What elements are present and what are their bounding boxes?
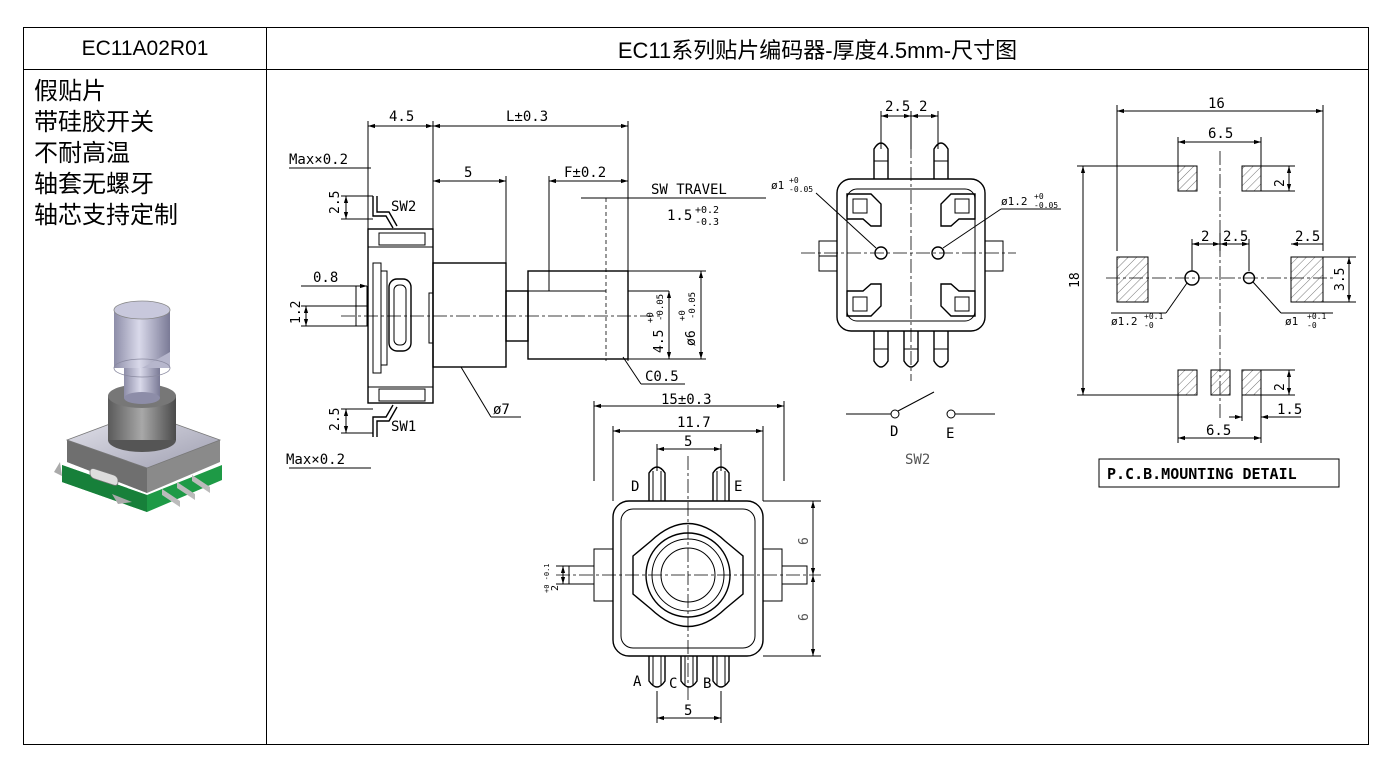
front-view: 15±0.3 11.7 5 D E <box>543 392 821 723</box>
shaft-dim-4-5: 4.5 <box>652 330 667 353</box>
side-dim-5: 5 <box>464 165 472 181</box>
dimension-drawing: 4.5 L±0.3 5 F±0.2 SW TRAVEL 1.5 +0.2 <box>286 96 1356 723</box>
side-dim-L: L±0.3 <box>506 109 548 125</box>
side-dim-2-5-top: 2.5 <box>328 191 343 214</box>
pcb-hole-right: ø1 <box>1285 315 1298 328</box>
top-dim-2: 2 <box>919 99 927 115</box>
sw-travel-value: 1.5 <box>667 208 692 224</box>
top-dim-2-5: 2.5 <box>885 99 910 115</box>
front-dim-5-bottom: 5 <box>684 703 692 719</box>
model-number: EC11A02R01 <box>24 28 267 70</box>
shaft-dim-4-5-tol-dn: -0.05 <box>656 294 666 321</box>
sw-travel-tol-up: +0.2 <box>695 205 719 216</box>
pcb-dim-2-5-mid: 2.5 <box>1223 229 1248 245</box>
switch-pin-e: E <box>946 426 954 442</box>
switch-symbol: D E SW2 <box>846 391 995 468</box>
note-1: 假贴片 <box>34 78 106 105</box>
front-pin-c: C <box>669 676 677 692</box>
top-hole-left: ø1 <box>771 179 784 192</box>
sw1-label: SW1 <box>391 419 416 435</box>
front-dim-5-top: 5 <box>684 434 692 450</box>
pcb-dim-1-5: 1.5 <box>1277 402 1302 418</box>
pcb-dim-3-5: 3.5 <box>1333 268 1348 291</box>
pcb-hole-left: ø1.2 <box>1111 315 1138 328</box>
note-5: 轴芯支持定制 <box>34 202 178 229</box>
notes-cell: 假贴片 带硅胶开关 不耐高温 轴套无螺牙 轴芯支持定制 <box>24 70 267 744</box>
pcb-dim-16: 16 <box>1208 96 1225 112</box>
shaft-dim-6-tol-dn: -0.05 <box>688 292 698 319</box>
max-top: Max×0.2 <box>289 152 348 168</box>
switch-pin-d: D <box>890 424 898 440</box>
shaft-dim-6: ø6 <box>684 330 699 346</box>
pcb-dim-2-mid: 2 <box>1201 229 1209 245</box>
side-dim-F: F±0.2 <box>564 165 606 181</box>
side-view: 4.5 L±0.3 5 F±0.2 SW TRAVEL 1.5 +0.2 <box>286 109 766 469</box>
front-pin-d: D <box>631 479 639 495</box>
shaft-dim-4-5-tol-up: +0 <box>646 312 656 323</box>
pcb-dim-2-5-right: 2.5 <box>1295 229 1320 245</box>
front-pin-a: A <box>633 674 642 690</box>
pcb-dim-18: 18 <box>1068 272 1083 288</box>
side-dia-7: ø7 <box>493 402 510 418</box>
sheet-title: EC11系列贴片编码器-厚度4.5mm-尺寸图 <box>267 28 1368 70</box>
sw-travel-label: SW TRAVEL <box>651 182 727 198</box>
top-hole-right-tol-dn: -0.05 <box>1034 201 1058 210</box>
pcb-dim-2-top: 2 <box>1273 179 1288 187</box>
front-pin-e: E <box>734 479 742 495</box>
shaft-dim-6-tol-up: +0 <box>678 310 688 321</box>
pcb-dim-6-5-bottom: 6.5 <box>1206 423 1231 439</box>
pcb-hole-left-tol-dn: -0 <box>1144 321 1154 330</box>
feature-notes: 假贴片 带硅胶开关 不耐高温 轴套无螺牙 轴芯支持定制 <box>34 76 178 231</box>
drawing-area: 4.5 L±0.3 5 F±0.2 SW TRAVEL 1.5 +0.2 <box>267 70 1368 744</box>
front-dim-2: 2 <box>550 585 561 591</box>
front-dim-6-upper: 6 <box>797 537 812 545</box>
front-dim-15: 15±0.3 <box>661 392 712 408</box>
chamfer-c0-5: C0.5 <box>645 369 679 385</box>
side-dim-1-2: 1.2 <box>289 301 304 324</box>
pcb-mounting-detail: 16 6.5 2 2 2.5 2 <box>1068 96 1356 488</box>
max-bottom: Max×0.2 <box>286 452 345 468</box>
top-hole-right-tol-up: +0 <box>1034 192 1044 201</box>
spec-sheet: EC11A02R01 EC11系列贴片编码器-厚度4.5mm-尺寸图 假贴片 带… <box>23 27 1369 745</box>
side-dim-2-5-bottom: 2.5 <box>328 408 343 431</box>
pcb-dim-6-5-top: 6.5 <box>1208 126 1233 142</box>
side-dim-4-5: 4.5 <box>389 109 414 125</box>
note-4: 轴套无螺牙 <box>34 171 154 198</box>
front-dim-2-tol: +0 -0.1 <box>543 563 551 593</box>
front-dim-11-7: 11.7 <box>677 415 711 431</box>
note-2: 带硅胶开关 <box>34 109 154 136</box>
pcb-hole-left-tol-up: +0.1 <box>1144 312 1163 321</box>
sw2-label: SW2 <box>391 199 416 215</box>
top-hole-left-tol-up: +0 <box>789 176 799 185</box>
switch-label: SW2 <box>905 452 930 468</box>
sw-travel-tol-dn: -0.3 <box>695 217 719 228</box>
note-3: 不耐高温 <box>34 140 130 167</box>
encoder-photo <box>54 300 222 512</box>
top-hole-left-tol-dn: -0.05 <box>789 185 813 194</box>
pcb-hole-right-tol-dn: -0 <box>1307 321 1317 330</box>
pcb-hole-right-tol-up: +0.1 <box>1307 312 1326 321</box>
pcb-dim-2-bottom: 2 <box>1273 383 1288 391</box>
front-dim-6-lower: 6 <box>797 613 812 621</box>
pcb-label: P.C.B.MOUNTING DETAIL <box>1107 465 1297 483</box>
side-dim-0-8: 0.8 <box>313 270 338 286</box>
top-hole-right: ø1.2 <box>1001 195 1028 208</box>
top-view: 2.5 2 <box>771 99 1061 381</box>
front-pin-b: B <box>703 676 711 692</box>
